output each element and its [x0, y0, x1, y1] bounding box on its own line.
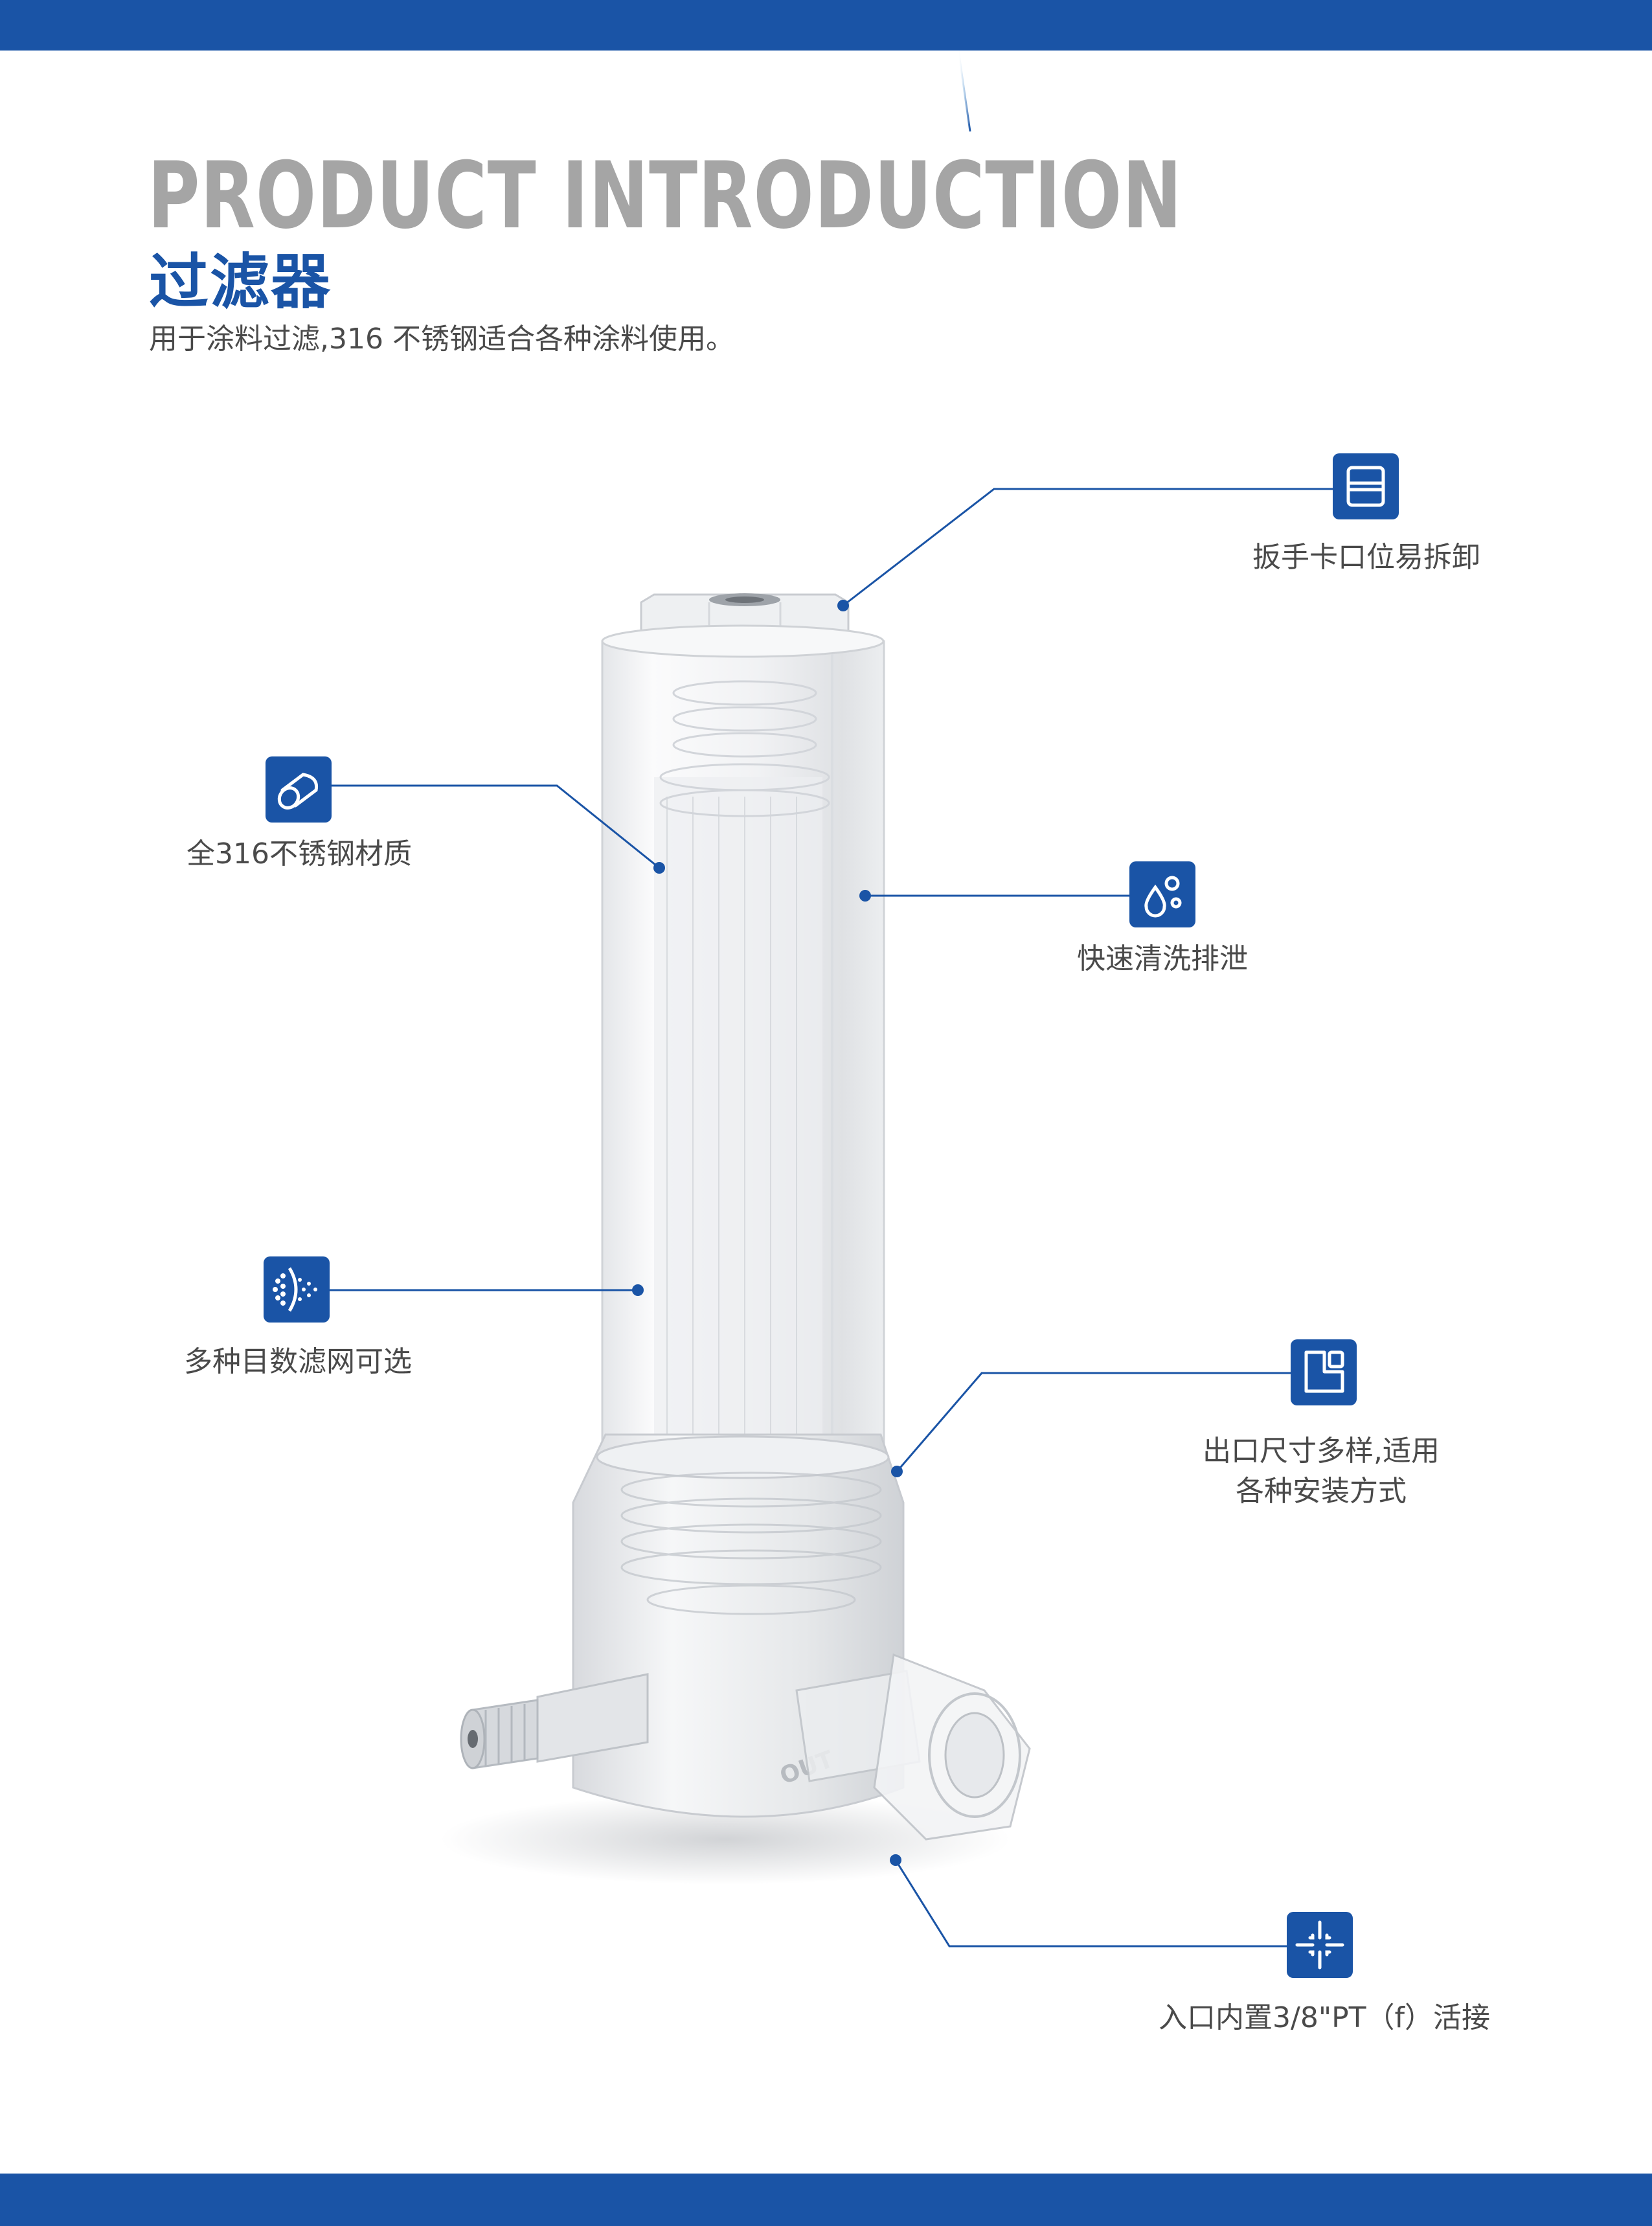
feature-label-steel: 全316不锈钢材质: [187, 837, 412, 870]
page-title-cn: 过滤器: [149, 247, 332, 317]
feature-label-wrench: 扳手卡口位易拆卸: [1252, 541, 1480, 574]
callout-dot-wrench: [837, 600, 849, 611]
callout-line-steel: [298, 784, 660, 869]
feature-label-outlet-line1: 出口尺寸多样,适用: [1203, 1435, 1440, 1468]
callout-dot-drain: [859, 890, 871, 902]
callout-dot-mesh: [632, 1284, 644, 1296]
callout-line-wrench: [843, 488, 1333, 607]
top-brand-bar: [0, 0, 1652, 51]
feature-label-drain: 快速清洗排泄: [1077, 942, 1248, 975]
feature-label-mesh: 多种目数滤网可选: [184, 1345, 412, 1378]
bottom-brand-bar: [0, 2174, 1652, 2226]
callout-lines: [298, 488, 1333, 1948]
steel-cylinder-icon: [266, 756, 332, 823]
water-drops-icon: [1129, 861, 1195, 927]
callout-line-inlet: [894, 1859, 1291, 1948]
inlet-connector-icon: [1287, 1912, 1353, 1978]
wrench-slot-icon: [1333, 453, 1399, 519]
feature-label-inlet: 入口内置3/8"PT（f）活接: [1159, 2001, 1490, 2034]
diagonal-stripe-decoration: [958, 51, 1652, 131]
product-subtitle: 用于涂料过滤,316 不锈钢适合各种涂料使用。: [149, 323, 734, 356]
filter-housing-cylinder: [601, 624, 885, 1471]
outlet-size-icon: [1291, 1339, 1357, 1405]
feature-label-outlet-line2: 各种安装方式: [1236, 1475, 1407, 1508]
mesh-filter-icon: [264, 1256, 330, 1323]
left-outlet-fitting: [460, 1673, 649, 1769]
product-shadow: [440, 1794, 1010, 1885]
page-title-en: PRODUCT INTRODUCTION: [148, 142, 1182, 249]
callout-dots: [632, 600, 903, 1866]
callout-dot-steel: [653, 862, 665, 874]
right-inlet-union: [795, 1653, 1031, 1841]
callout-dot-outlet: [891, 1466, 903, 1477]
callout-dot-inlet: [890, 1854, 901, 1866]
callout-line-outlet: [896, 1372, 1291, 1472]
